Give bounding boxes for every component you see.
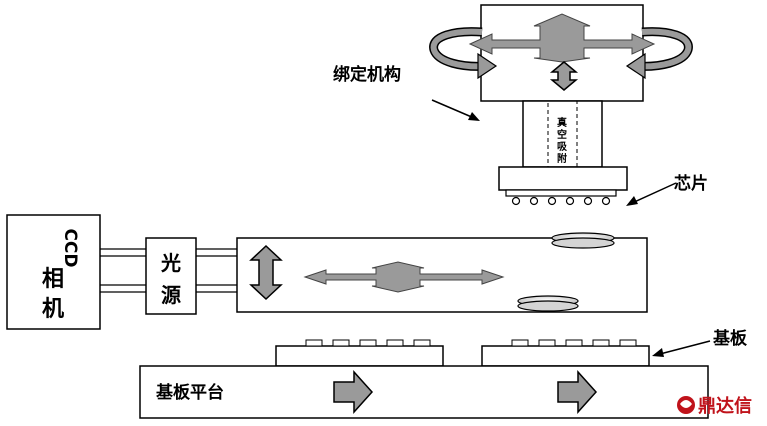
ccd-camera-box — [6, 214, 101, 330]
platform-arrow-2-icon — [557, 370, 598, 414]
substrate-pointer-arrow — [652, 340, 711, 357]
substrate-left — [275, 339, 444, 367]
substrate-platform-label: 基板平台 — [155, 382, 224, 403]
rotation-arrow-left-icon — [429, 27, 498, 80]
chip-pointer-arrow — [626, 182, 677, 206]
light-source-char-2: 源 — [161, 283, 181, 307]
light-optics-connectors — [196, 248, 237, 293]
chip-label: 芯片 — [674, 173, 708, 194]
svg-text:吸: 吸 — [557, 141, 568, 153]
ccd-camera-char-1: 相 — [42, 267, 64, 292]
light-source-char-1: 光 — [160, 251, 181, 275]
chip-holder — [498, 166, 628, 191]
bonding-pointer-arrow — [431, 99, 480, 121]
substrate-platform — [139, 365, 709, 419]
substrate-label: 基板 — [712, 328, 748, 349]
planar-move-arrow-icon — [468, 13, 656, 63]
bonding-mechanism-label: 绑定机构 — [333, 64, 401, 85]
substrate-right — [481, 339, 650, 367]
vacuum-suction-label: 真 空 吸 附 — [557, 116, 568, 165]
ccd-text: CCD — [60, 228, 80, 267]
optics-vertical-arrow-icon — [249, 244, 283, 301]
svg-text:真: 真 — [557, 116, 567, 129]
optics-planar-arrow-icon — [303, 261, 505, 293]
platform-arrow-1-icon — [333, 370, 374, 414]
upper-lens-disc — [551, 232, 615, 249]
vertical-move-arrow-icon — [549, 61, 579, 91]
ccd-light-connectors — [100, 248, 146, 293]
watermark-logo: 鼎达信 — [677, 395, 752, 417]
light-source-box — [145, 237, 197, 315]
svg-text:空: 空 — [557, 128, 567, 141]
svg-text:附: 附 — [557, 152, 567, 165]
rotation-arrow-right-icon — [625, 27, 693, 80]
ccd-camera-char-2: 机 — [42, 297, 64, 322]
watermark-text: 鼎达信 — [698, 395, 752, 417]
chip-bumps — [505, 189, 617, 206]
lower-lens-disc — [517, 295, 579, 312]
